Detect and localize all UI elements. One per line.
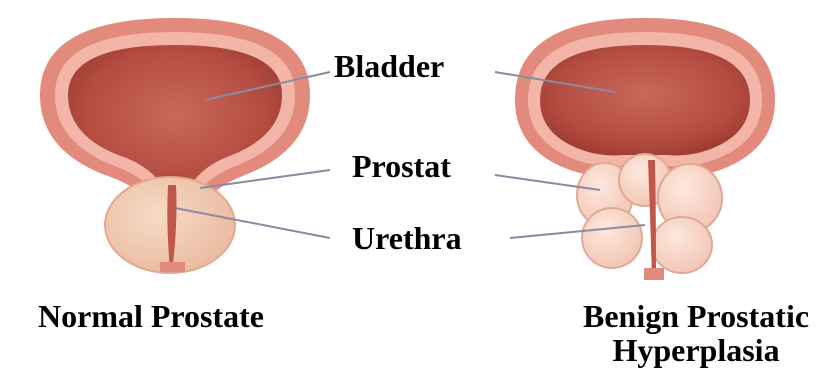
bladder-label: Bladder xyxy=(330,50,448,84)
urethra-lower xyxy=(160,262,185,272)
bph-caption-line2: Hyperplasia xyxy=(565,334,827,368)
bph-lobe-left-lower xyxy=(582,208,642,268)
bph-illustration xyxy=(515,18,775,280)
prostate-label: Prostat xyxy=(348,150,455,184)
bph-caption: Benign Prostatic Hyperplasia xyxy=(565,300,827,367)
normal-prostate-caption: Normal Prostate xyxy=(38,300,264,334)
bph-caption-line1: Benign Prostatic xyxy=(565,300,827,334)
urethra-label: Urethra xyxy=(348,222,466,256)
bph-lobe-right-lower xyxy=(652,217,712,273)
normal-prostate-illustration xyxy=(40,18,310,273)
bph-urethra-lower xyxy=(644,268,664,280)
bph-urethra-tube xyxy=(648,160,656,278)
bph-bladder-lumen xyxy=(540,45,750,155)
